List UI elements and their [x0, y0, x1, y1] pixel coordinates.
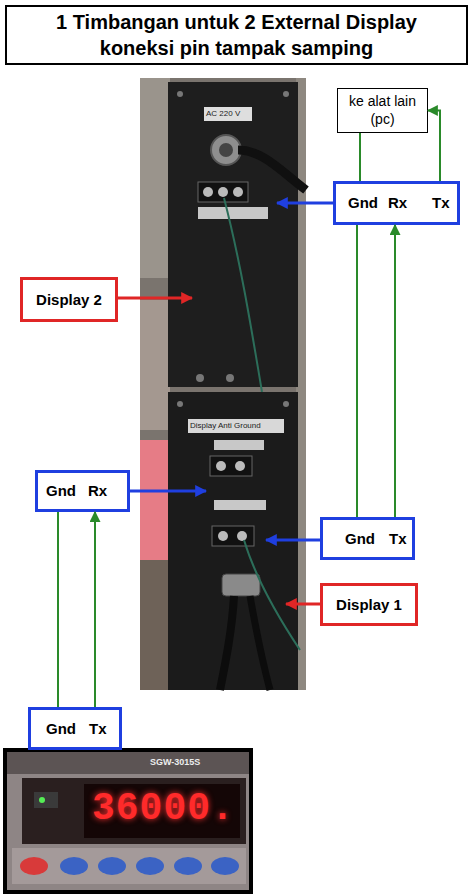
panel-label — [204, 107, 252, 121]
key-button — [136, 857, 164, 875]
pin-name: Rx — [88, 473, 107, 509]
weight-readout: 36000. — [92, 787, 235, 830]
pin-name: Tx — [432, 184, 450, 222]
display-tag: Display 2 — [20, 277, 118, 322]
panel-label — [188, 419, 284, 433]
callout-arrow — [118, 297, 192, 300]
screw — [283, 91, 289, 97]
pin-name: Gnd — [345, 520, 375, 557]
pin-name: Rx — [388, 184, 407, 222]
terminal-screw — [237, 531, 247, 541]
status-led — [39, 797, 45, 803]
pin-name: Gnd — [46, 473, 76, 509]
panel-label — [214, 500, 266, 510]
signal-line — [356, 225, 358, 517]
box-text: Display 1 — [336, 596, 402, 613]
panel-label — [198, 207, 268, 219]
photo-background — [140, 300, 170, 430]
indicator-body — [7, 752, 249, 774]
photo-background — [140, 440, 172, 560]
callout-arrow — [130, 490, 206, 493]
terminal-screw — [235, 461, 245, 471]
panel-label — [214, 440, 264, 450]
signal-line — [428, 111, 440, 182]
photo-background — [140, 560, 172, 690]
status-panel — [34, 792, 58, 808]
signal-line — [94, 512, 96, 707]
panel-text: Display Anti Ground — [190, 421, 261, 430]
pin-name: Tx — [89, 710, 107, 747]
pin-box: Gnd Tx — [320, 517, 415, 560]
terminal-block — [210, 456, 252, 476]
terminal-screw — [233, 187, 243, 197]
callout-arrow — [277, 202, 333, 205]
callout-arrow — [286, 603, 320, 606]
photo-background — [140, 78, 306, 690]
key-button — [174, 857, 202, 875]
signal-line — [394, 225, 396, 517]
terminal-screw — [203, 187, 213, 197]
screw — [177, 401, 183, 407]
key-button — [98, 857, 126, 875]
terminal-screw — [218, 531, 228, 541]
pin-box: Gnd Rx Tx — [333, 181, 460, 225]
signal-line — [57, 512, 59, 707]
photo-background — [140, 78, 170, 278]
screw — [283, 401, 289, 407]
box-text: Display 2 — [36, 291, 102, 308]
device-box: ke alat lain (pc) — [337, 88, 428, 133]
terminal-screw — [216, 461, 226, 471]
callout-arrow — [266, 539, 320, 542]
pin-name: Tx — [389, 520, 407, 557]
indicator-panel — [22, 778, 246, 844]
pin-box: Gnd Rx — [35, 470, 130, 512]
signal-wire — [244, 540, 300, 650]
panel-text: AC 220 V — [206, 109, 240, 118]
button-strip — [12, 848, 246, 884]
signal-wire — [224, 198, 262, 392]
key-button — [211, 857, 239, 875]
power-plug — [211, 135, 241, 165]
key-button — [60, 857, 88, 875]
cable-gland — [222, 574, 260, 596]
terminal-block — [198, 182, 248, 202]
screw — [226, 374, 234, 382]
screw — [177, 91, 183, 97]
power-plug — [219, 143, 233, 157]
pin-name: Gnd — [46, 710, 76, 747]
model-text: SGW-3015S — [150, 757, 200, 767]
indicator-window — [84, 784, 240, 838]
terminal-screw — [218, 187, 228, 197]
title-box: 1 Timbangan untuk 2 External Display kon… — [5, 5, 468, 65]
box-text: ke alat lain (pc) — [344, 93, 421, 128]
photo-frame — [5, 750, 251, 892]
signal-line — [359, 133, 361, 181]
indicator-body — [7, 752, 249, 890]
display-tag: Display 1 — [320, 583, 418, 626]
pin-box: Gnd Tx — [28, 707, 122, 750]
data-cable — [220, 596, 234, 690]
screw — [196, 374, 204, 382]
terminal-block — [212, 526, 254, 546]
pin-name: Gnd — [348, 184, 378, 222]
data-cable — [250, 596, 270, 690]
key-button — [20, 857, 48, 875]
